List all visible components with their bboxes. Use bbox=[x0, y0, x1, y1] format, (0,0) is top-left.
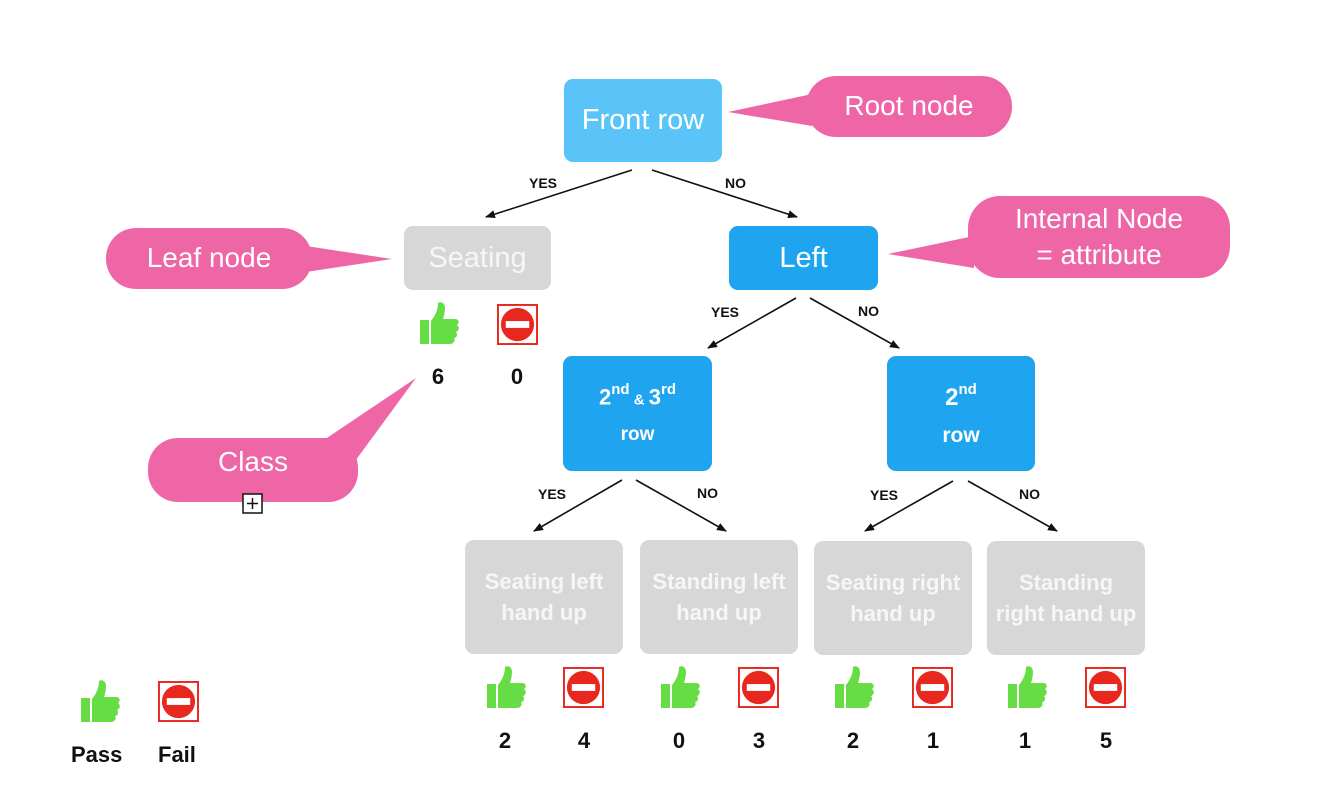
mid-a-line1: 2nd & 3rd bbox=[599, 381, 676, 410]
edge-left-mid-a bbox=[707, 297, 797, 349]
edge-label-no: NO bbox=[725, 175, 746, 191]
edge-label-no: NO bbox=[858, 303, 879, 319]
leaf3-pass-count: 2 bbox=[846, 728, 860, 753]
leaf-node-seating-right-hand-up: Seating right hand up bbox=[814, 541, 972, 655]
legend-fail-label: Fail bbox=[158, 742, 196, 767]
callout-internal-line1: Internal Node bbox=[1014, 203, 1184, 234]
callout-leaf-node-text: Leaf node bbox=[146, 242, 272, 273]
leaf2-pass-count: 0 bbox=[672, 728, 686, 753]
edge-mid-b-leaf3 bbox=[864, 480, 954, 532]
seating-pass-count: 6 bbox=[431, 364, 445, 389]
leaf2-fail-count: 3 bbox=[752, 728, 766, 753]
mid-a-line2: row bbox=[620, 423, 655, 445]
leaf4-line2: right hand up bbox=[995, 601, 1137, 626]
internal-node-left: Left bbox=[729, 226, 878, 290]
thumbs-up-icon bbox=[661, 666, 700, 708]
callout-root-node-text: Root node bbox=[844, 90, 974, 121]
thumbs-up-icon bbox=[487, 666, 526, 708]
callout-internal-node bbox=[888, 196, 1230, 278]
edge-label-no: NO bbox=[1019, 486, 1040, 502]
callout-internal-node-text: Internal Node = attribute bbox=[968, 201, 1230, 273]
mid-b-line2: row bbox=[942, 423, 980, 447]
mid-b-line1: 2nd bbox=[945, 380, 977, 411]
callout-internal-line2: = attribute bbox=[1036, 239, 1162, 270]
root-node: Front row bbox=[564, 79, 722, 162]
edge-label-yes: YES bbox=[870, 487, 899, 503]
leaf4-line1: Standing bbox=[1018, 570, 1114, 595]
edge-root-seating bbox=[485, 169, 633, 219]
leaf4-fail-count: 5 bbox=[1099, 728, 1113, 753]
leaf3-fail-count: 1 bbox=[926, 728, 940, 753]
legend-thumbs-up-icon bbox=[81, 680, 120, 722]
no-entry-icon bbox=[912, 667, 953, 708]
no-entry-icon bbox=[497, 304, 538, 345]
no-entry-icon bbox=[1085, 667, 1126, 708]
leaf2-line2: hand up bbox=[676, 600, 762, 625]
edge-root-left bbox=[651, 169, 798, 219]
edge-mid-b-leaf4 bbox=[967, 480, 1058, 532]
leaf4-pass-count: 1 bbox=[1018, 728, 1032, 753]
leaf-node-seating: Seating bbox=[404, 226, 551, 290]
legend-no-entry-icon bbox=[158, 681, 199, 722]
callout-class bbox=[148, 378, 416, 502]
add-icon[interactable] bbox=[242, 493, 263, 514]
callout-root-node bbox=[728, 76, 1012, 137]
leaf-node-standing-left-hand-up: Standing left hand up bbox=[640, 540, 798, 654]
no-entry-icon bbox=[738, 667, 779, 708]
leaf1-pass-count: 2 bbox=[498, 728, 512, 753]
thumbs-up-icon bbox=[835, 666, 874, 708]
leaf3-line1: Seating right bbox=[825, 570, 961, 595]
internal-node-2nd-row: 2nd row bbox=[887, 356, 1035, 471]
edge-label-yes: YES bbox=[538, 486, 567, 502]
edge-left-mid-b bbox=[809, 297, 900, 349]
edge-mid-a-leaf1 bbox=[533, 479, 623, 532]
edge-label-no: NO bbox=[697, 485, 718, 501]
leaf-node-seating-left-hand-up: Seating left hand up bbox=[465, 540, 623, 654]
no-entry-icon bbox=[563, 667, 604, 708]
seating-fail-count: 0 bbox=[510, 364, 524, 389]
callout-class-text: Class bbox=[217, 446, 288, 477]
leaf2-line1: Standing left bbox=[652, 569, 786, 594]
seating-label: Seating bbox=[428, 241, 527, 274]
leaf1-line1: Seating left bbox=[484, 569, 604, 594]
left-label: Left bbox=[779, 241, 828, 274]
thumbs-up-icon bbox=[420, 302, 459, 344]
callout-leaf-node bbox=[106, 228, 392, 289]
edge-mid-a-leaf2 bbox=[635, 479, 727, 532]
internal-node-2nd-3rd-row: 2nd & 3rd row bbox=[563, 356, 712, 471]
edge-label-yes: YES bbox=[529, 175, 558, 191]
edge-label-yes: YES bbox=[711, 304, 740, 320]
legend-pass-label: Pass bbox=[71, 742, 123, 767]
leaf1-line2: hand up bbox=[501, 600, 587, 625]
thumbs-up-icon bbox=[1008, 666, 1047, 708]
leaf1-fail-count: 4 bbox=[577, 728, 591, 753]
leaf-node-standing-right-hand-up: Standing right hand up bbox=[987, 541, 1145, 655]
leaf3-line2: hand up bbox=[850, 601, 936, 626]
root-node-label: Front row bbox=[581, 104, 705, 136]
